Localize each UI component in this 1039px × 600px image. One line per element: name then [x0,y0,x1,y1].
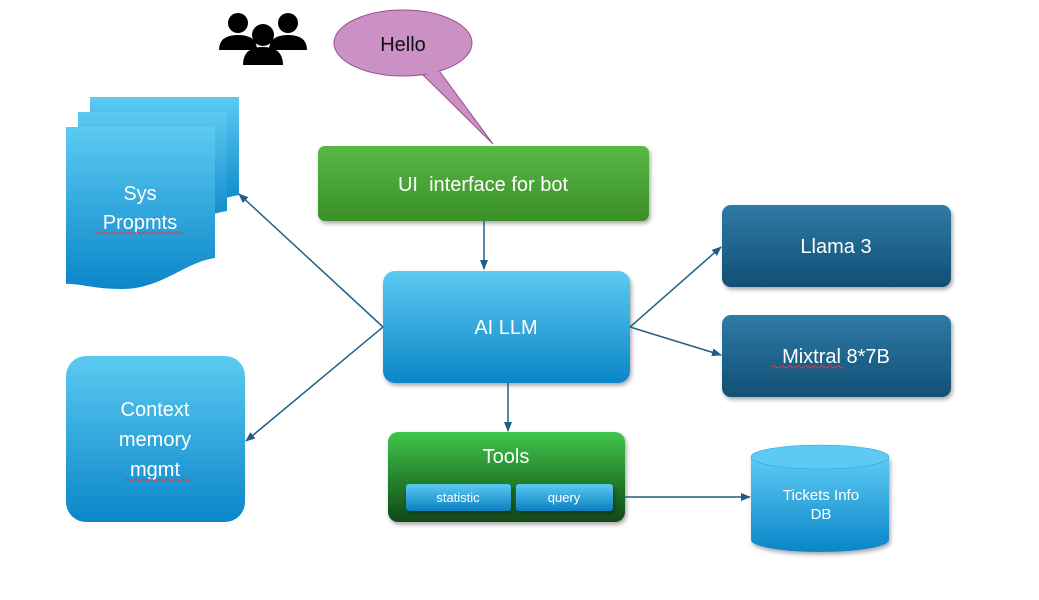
model-llama-label: Llama 3 [800,236,871,258]
speech-bubble-text: Hello [380,34,426,56]
db-line2: DB [811,506,832,523]
ui-interface-label: UI interface for bot [398,174,569,196]
spellcheck-underline [771,365,845,369]
tool-query-button[interactable]: query [516,484,613,511]
tools-label: Tools [483,446,530,468]
speech-bubble: Hello [333,9,494,145]
ui-interface-box: UI interface for bot [318,146,649,221]
connectors [238,193,751,501]
tool-statistic-button[interactable]: statistic [406,484,511,511]
arrow-llm-to-mixtral [629,326,722,357]
tools-box: Tools statistic query [388,432,625,522]
arrow-llm-to-context [245,326,384,442]
context-line1: Context [121,399,190,421]
sys-prompts-line2: Propmts [103,212,177,234]
model-llama-box: Llama 3 [722,205,951,287]
context-line2: memory [119,429,191,451]
tool-statistic-label: statistic [436,490,480,505]
model-mixtral-box: Mixtral 8*7B [722,315,951,397]
tickets-db-cylinder: Tickets Info DB [750,444,890,552]
ai-llm-label: AI LLM [474,317,537,339]
spellcheck-underline [94,231,184,235]
db-line1: Tickets Info [783,487,859,504]
sys-prompts-line1: Sys [123,183,156,205]
tool-query-label: query [548,490,581,505]
arrow-llm-to-sys-prompts [238,193,384,328]
ai-llm-box: AI LLM [383,271,630,383]
context-line3: mgmt [130,459,180,481]
arrow-llm-to-llama [629,246,722,328]
sys-prompts-documents: Sys Propmts [66,97,239,289]
model-mixtral-label: Mixtral 8*7B [782,346,890,368]
context-memory-box: Context memory mgmt [66,356,245,522]
users-group-icon [219,13,307,65]
spellcheck-underline [124,478,190,482]
